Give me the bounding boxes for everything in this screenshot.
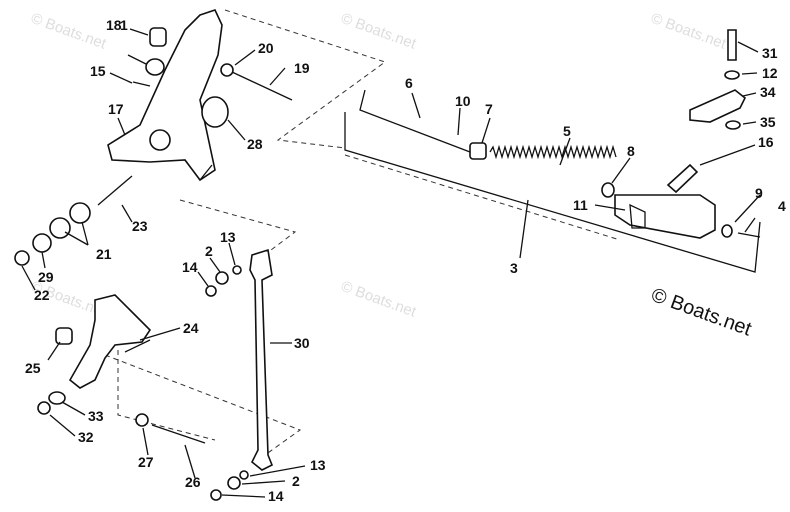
callout-34: 34 bbox=[760, 84, 776, 100]
washer-33 bbox=[48, 391, 66, 405]
leader-lines bbox=[21, 28, 761, 498]
callout-28: 28 bbox=[247, 136, 263, 152]
pin-13-lower bbox=[239, 470, 249, 480]
callout-22: 22 bbox=[34, 287, 50, 303]
rail-frame bbox=[344, 112, 761, 273]
housing-11 bbox=[614, 194, 716, 239]
bushing-18 bbox=[149, 27, 167, 47]
callout-21: 21 bbox=[96, 246, 112, 262]
callout-3: 3 bbox=[510, 260, 518, 276]
stud-upper bbox=[199, 164, 213, 181]
bushing-25 bbox=[55, 327, 73, 345]
washer-8 bbox=[601, 182, 615, 198]
washer-2-lower bbox=[227, 476, 241, 490]
washer-2-upper bbox=[215, 271, 229, 285]
callout-8: 8 bbox=[627, 143, 635, 159]
watermark-5: © Boats.net bbox=[339, 278, 419, 321]
watermark-3: © Boats.net bbox=[649, 10, 729, 53]
lever-34 bbox=[689, 89, 747, 123]
callout-12: 12 bbox=[762, 65, 778, 81]
nut-7 bbox=[469, 142, 487, 160]
callout-32: 32 bbox=[78, 429, 94, 445]
dash-line-4 bbox=[117, 350, 216, 441]
callout-2-upper: 2 bbox=[205, 243, 213, 259]
dash-line-2 bbox=[179, 199, 297, 263]
callout-11: 11 bbox=[573, 197, 588, 213]
callout-23: 23 bbox=[132, 218, 148, 234]
washer-1 bbox=[145, 58, 165, 76]
callout-2-lower: 2 bbox=[292, 473, 300, 489]
rod-6 bbox=[359, 89, 471, 153]
callout-5: 5 bbox=[563, 123, 571, 139]
callout-35: 35 bbox=[760, 114, 776, 130]
callout-25: 25 bbox=[25, 360, 41, 376]
callout-19: 19 bbox=[294, 60, 310, 76]
callout-7: 7 bbox=[485, 101, 493, 117]
callout-13-upper: 13 bbox=[220, 229, 236, 245]
callout-1: 1 bbox=[120, 17, 128, 33]
callout-14-upper: 14 bbox=[182, 259, 198, 275]
callout-17: 17 bbox=[108, 101, 124, 117]
callout-9: 9 bbox=[755, 185, 763, 201]
callout-20: 20 bbox=[258, 40, 274, 56]
rail-assembly bbox=[344, 89, 761, 273]
callout-26: 26 bbox=[185, 474, 201, 490]
assembly-dashed-lines bbox=[104, 9, 621, 456]
bolt-19 bbox=[231, 71, 293, 101]
pin-15 bbox=[132, 81, 151, 87]
washer-29 bbox=[32, 233, 52, 253]
washer-9 bbox=[721, 224, 733, 238]
watermark-2: © Boats.net bbox=[339, 10, 419, 53]
callout-33: 33 bbox=[88, 408, 104, 424]
nut-14-upper bbox=[205, 285, 217, 297]
callout-24: 24 bbox=[183, 320, 199, 336]
pin-13-upper bbox=[232, 265, 242, 275]
screw-4 bbox=[737, 232, 761, 238]
callout-16: 16 bbox=[758, 134, 774, 150]
housing-bracket bbox=[629, 203, 646, 229]
callout-31: 31 bbox=[762, 45, 778, 61]
callout-6: 6 bbox=[405, 75, 413, 91]
cover-28 bbox=[201, 96, 229, 128]
callout-29: 29 bbox=[38, 269, 54, 285]
bracket-17 bbox=[107, 9, 223, 182]
nut-22 bbox=[14, 250, 30, 266]
nut-32 bbox=[37, 401, 51, 415]
watermark-1: © Boats.net bbox=[29, 10, 109, 53]
link-rod-30 bbox=[249, 248, 274, 471]
callout-labels: 1 2 2 3 4 5 6 7 8 9 10 11 12 13 13 14 14… bbox=[25, 17, 786, 504]
nut-20 bbox=[220, 63, 234, 77]
callout-13-lower: 13 bbox=[310, 457, 326, 473]
bolt-31 bbox=[727, 29, 737, 61]
callout-30: 30 bbox=[294, 335, 310, 351]
callout-15: 15 bbox=[90, 63, 106, 79]
plunger-16 bbox=[666, 163, 699, 194]
washer-35 bbox=[725, 120, 741, 130]
bushing-21b bbox=[69, 202, 91, 224]
bracket-17-hole bbox=[149, 129, 171, 151]
dash-line-5 bbox=[344, 154, 621, 241]
callout-14-lower: 14 bbox=[268, 488, 284, 504]
bracket-lower bbox=[68, 294, 152, 389]
callout-18: 18 bbox=[106, 17, 122, 33]
callout-4: 4 bbox=[778, 198, 786, 214]
nut-14-lower bbox=[210, 489, 222, 501]
nut-27 bbox=[135, 413, 149, 427]
spring-5 bbox=[489, 144, 617, 160]
stud-23 bbox=[97, 175, 133, 206]
copyright-notice: © Boats.net bbox=[648, 284, 754, 341]
callout-10: 10 bbox=[455, 93, 471, 109]
bushing-21a bbox=[49, 217, 71, 239]
washer-12 bbox=[724, 70, 740, 80]
dash-line-3 bbox=[104, 354, 302, 456]
bolt-26 bbox=[151, 424, 206, 444]
dash-line-1 bbox=[224, 9, 387, 149]
stud-24 bbox=[124, 339, 151, 353]
callout-27: 27 bbox=[138, 454, 154, 470]
